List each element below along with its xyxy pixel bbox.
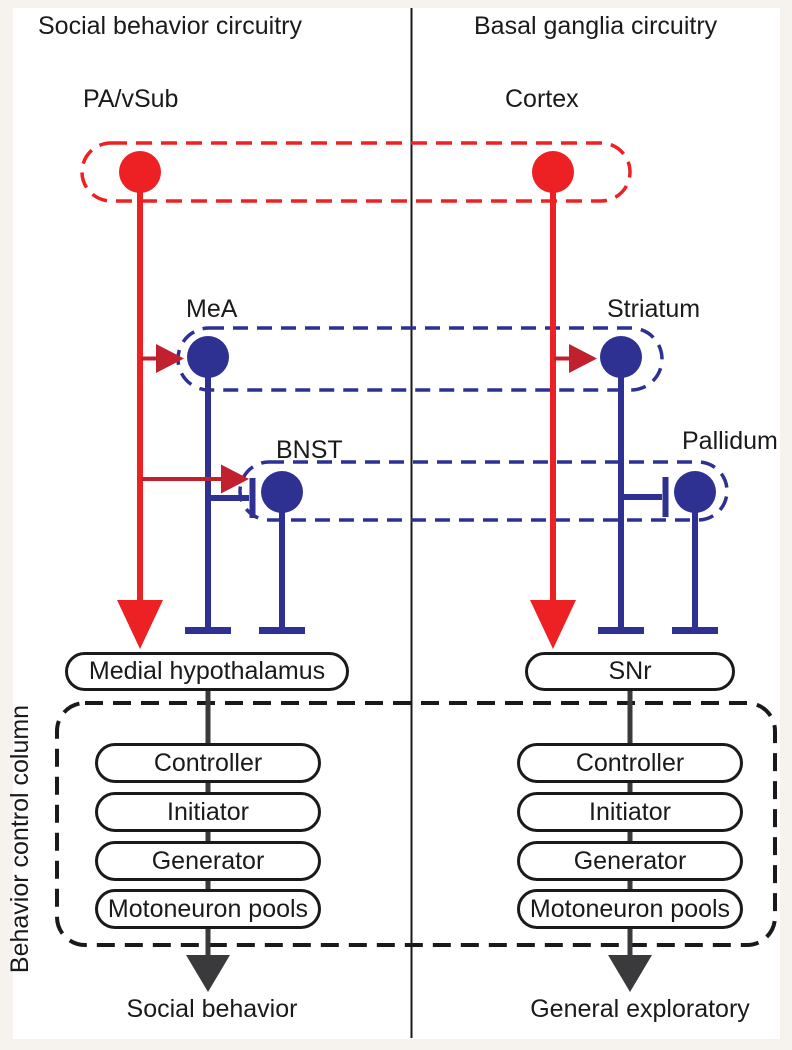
left-stage-generator: Generator [95,841,321,881]
stage-label: Generator [151,846,265,875]
stage-label: Generator [573,846,687,875]
right-stage-controller: Controller [517,743,743,783]
right-output-arrowhead [608,955,652,992]
right-stage-generator: Generator [517,841,743,881]
left-stage-initiator: Initiator [95,792,321,832]
excitatory-source-group-box [80,141,632,203]
pa-vsub-arrowhead [117,600,163,649]
cortex-neuron [532,151,574,193]
cortex-to-striatum-arrowhead [569,344,597,373]
bnst-neuron [261,471,303,513]
snr-node: SNr [525,652,735,691]
medial-hypothalamus-label: Medial hypothalamus [88,657,326,685]
stage-label: Controller [153,748,263,777]
pa-vsub-neuron [119,151,161,193]
left-stage-motoneuron-pools: Motoneuron pools [95,889,321,929]
second-inhibitory-group-box [238,460,729,522]
left-stage-controller: Controller [95,743,321,783]
stage-label: Controller [575,748,685,777]
striatum-neuron [600,336,642,378]
mea-neuron [187,336,229,378]
stage-label: Initiator [589,797,671,826]
snr-label: SNr [608,657,652,685]
stage-label: Motoneuron pools [529,894,731,923]
pallidum-neuron [674,471,716,513]
right-stage-motoneuron-pools: Motoneuron pools [517,889,743,929]
right-stage-initiator: Initiator [517,792,743,832]
behavior-control-column-box [55,701,777,947]
pa-vsub-to-bnst-arrowhead [221,464,249,494]
medial-hypothalamus-node: Medial hypothalamus [65,652,349,691]
pa-vsub-to-mea-arrowhead [156,344,184,373]
stage-label: Initiator [167,797,249,826]
left-output-arrowhead [186,955,230,992]
cortex-arrowhead [530,600,576,649]
stage-label: Motoneuron pools [107,894,309,923]
